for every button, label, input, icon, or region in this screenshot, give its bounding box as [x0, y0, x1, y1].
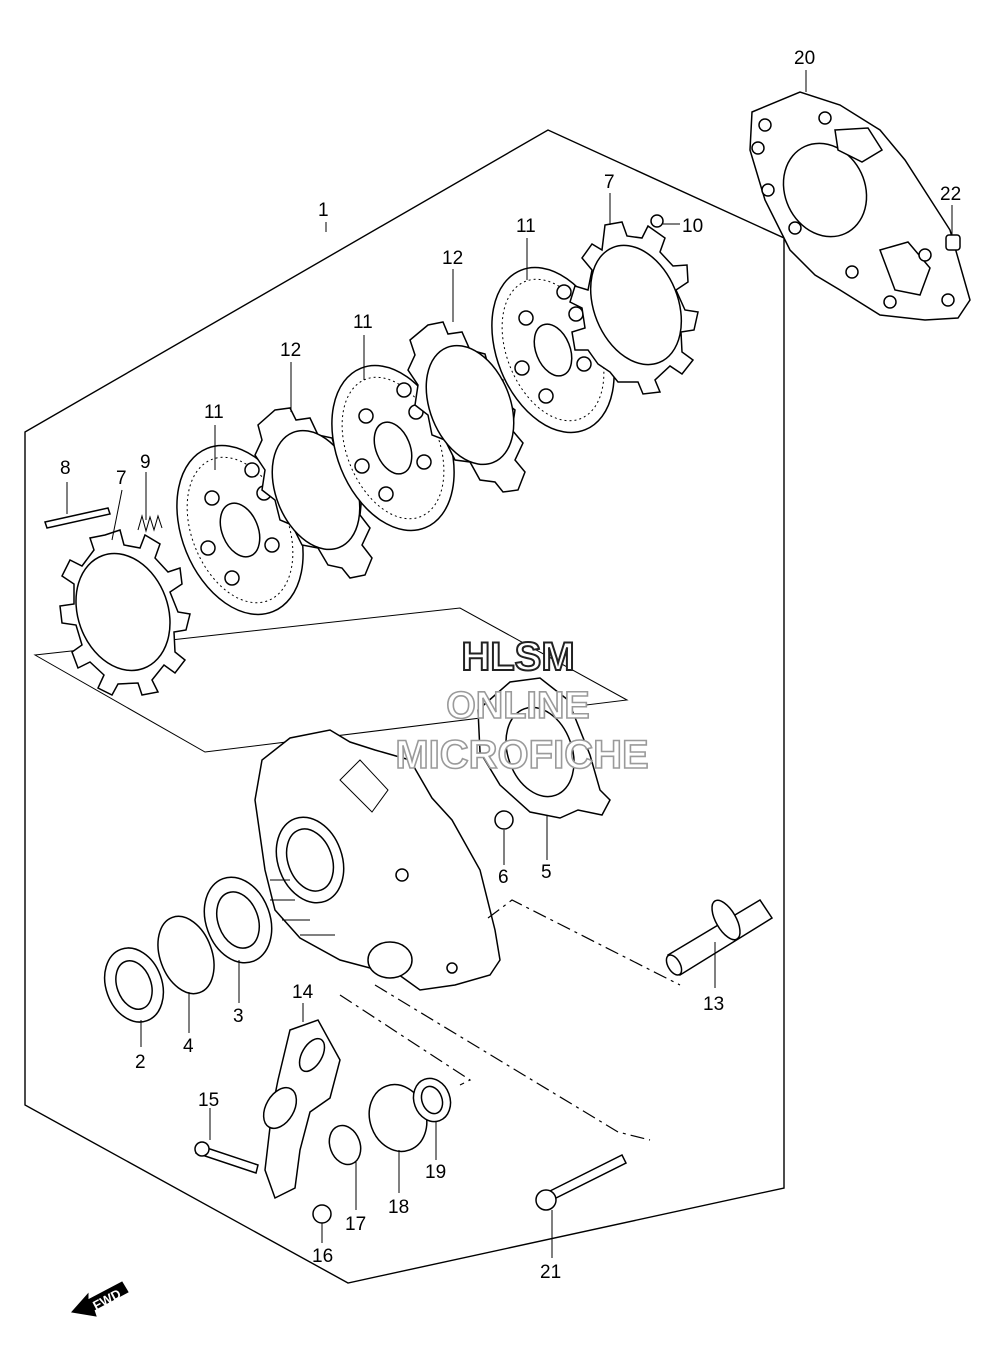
alignment-line — [487, 899, 681, 986]
callout-18: 18 — [388, 1197, 409, 1218]
callout-15: 15 — [198, 1090, 219, 1111]
gasket — [749, 91, 971, 321]
oil-seal — [103, 947, 165, 1023]
callout-2: 2 — [135, 1052, 146, 1073]
bearing — [203, 876, 273, 964]
nut — [312, 1204, 332, 1224]
callout-8: 8 — [60, 458, 71, 479]
callout-11-left: 11 — [204, 402, 224, 423]
callout-10: 10 — [682, 216, 703, 237]
callout-22: 22 — [940, 184, 961, 205]
callout-11-middle: 11 — [353, 312, 373, 333]
forward-arrow-icon: FWD — [71, 1281, 129, 1317]
callout-21: 21 — [540, 1262, 561, 1283]
circlip-10 — [650, 214, 664, 228]
spring — [137, 514, 163, 533]
callout-14: 14 — [292, 982, 314, 1003]
callout-17: 17 — [345, 1214, 366, 1235]
callout-9: 9 — [140, 452, 151, 473]
callout-7-left: 7 — [116, 468, 127, 489]
snap-ring — [157, 915, 215, 995]
callout-12-right: 12 — [442, 248, 463, 269]
alignment-line — [374, 984, 651, 1141]
watermark-line-1: HLSM — [461, 635, 574, 679]
callout-1: 1 — [318, 200, 329, 221]
leader-lines — [66, 70, 953, 1258]
watermark-line-2: ONLINE — [446, 685, 590, 727]
callout-12-left: 12 — [280, 340, 301, 361]
assembly-outline — [24, 129, 785, 1284]
pressure-plate-left — [59, 529, 191, 696]
bolt-21 — [546, 1153, 628, 1202]
steel-plate-2 — [407, 321, 526, 493]
callout-16: 16 — [312, 1246, 333, 1267]
callout-20: 20 — [794, 48, 815, 69]
callout-3: 3 — [233, 1006, 244, 1027]
fwd-label: FWD — [90, 1286, 123, 1313]
drive-shaft — [665, 898, 774, 977]
pressure-plate-right — [569, 221, 699, 395]
callout-13: 13 — [703, 994, 724, 1015]
check-ball — [494, 810, 514, 830]
gearcase-housing — [254, 729, 501, 991]
watermark-line-3: MICROFICHE — [395, 733, 648, 777]
callout-4: 4 — [183, 1036, 194, 1057]
callout-5: 5 — [541, 862, 552, 883]
dowel-pin — [945, 234, 961, 251]
oil-pump-gasket — [477, 677, 611, 819]
washer — [328, 1124, 362, 1166]
callout-7-right: 7 — [604, 172, 615, 193]
callout-19: 19 — [425, 1162, 446, 1183]
callout-6: 6 — [498, 867, 509, 888]
clutch-pack-outline — [33, 607, 629, 753]
pin — [44, 507, 111, 529]
seal-19 — [412, 1077, 452, 1123]
callout-11-right: 11 — [516, 216, 536, 237]
alignment-line — [339, 994, 472, 1086]
